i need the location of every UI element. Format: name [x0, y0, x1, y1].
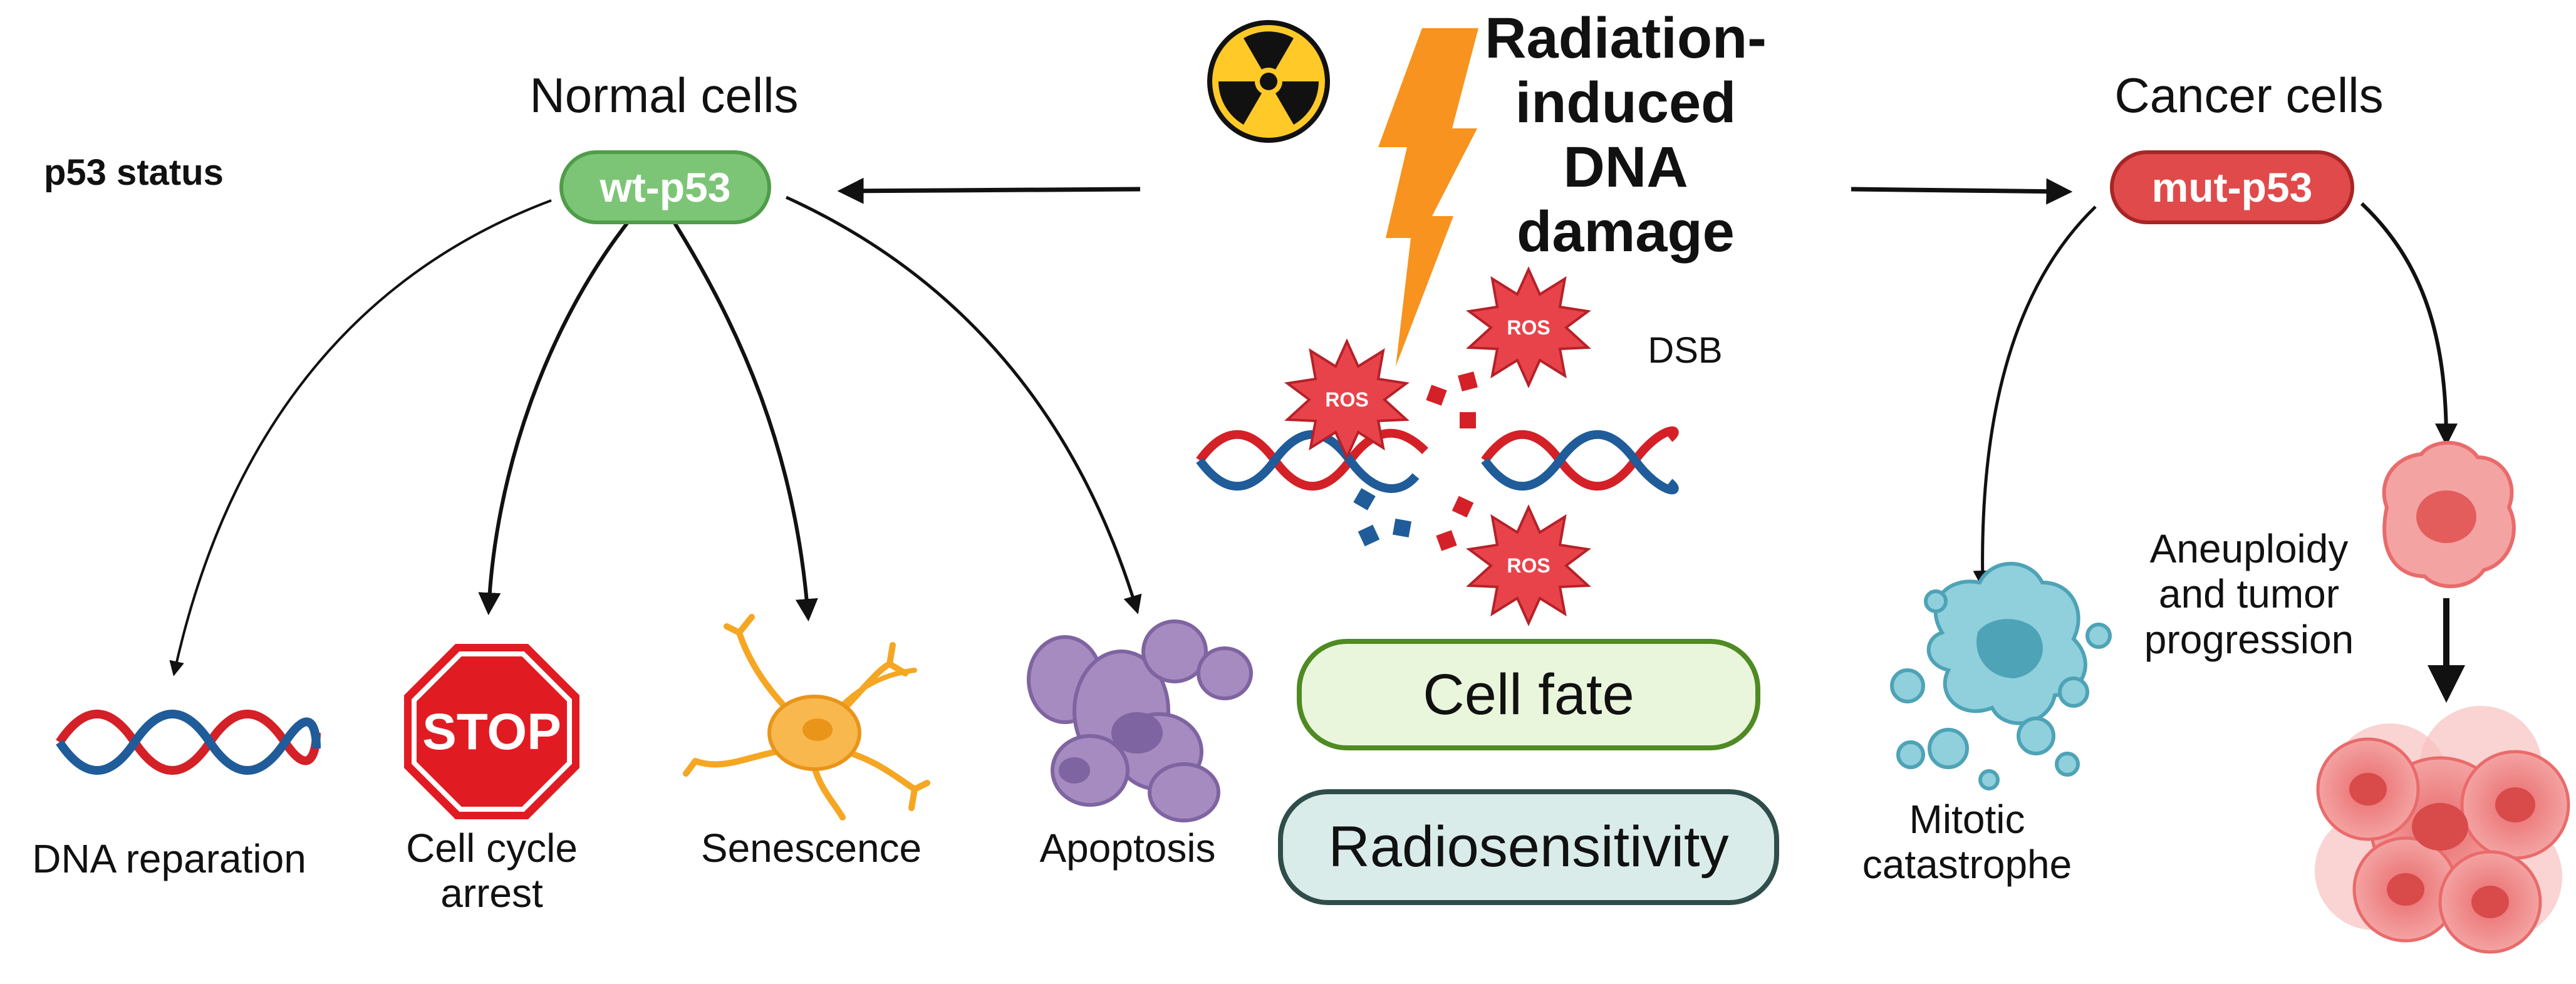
ros-label-3: ROS [1507, 554, 1550, 577]
headline-line-1: Radiation- [1485, 6, 1767, 70]
cell-cycle-arrest-line-2: arrest [440, 871, 543, 916]
outcome-cell-cycle-arrest: Cell cycle arrest [351, 826, 633, 916]
outcome-dna-reparation: DNA reparation [0, 836, 338, 881]
dna-reparation-label: DNA reparation [32, 836, 306, 881]
arrow-mut-to-mitotic [1973, 205, 2097, 589]
outcome-mitotic-catastrophe: Mitotic catastrophe [1823, 797, 2111, 888]
ros-burst-2 [1465, 266, 1592, 388]
headline-line-4: damage [1517, 200, 1735, 264]
cell-fate-box: Cell fate [1297, 639, 1760, 750]
headline-line-2: induced [1515, 71, 1737, 135]
normal-cells-title: Normal cells [529, 68, 799, 123]
outcome-senescence: Senescence [670, 826, 952, 871]
dna-helix-icon [1196, 426, 1679, 495]
aneuploidy-line-2: and tumor [2158, 571, 2340, 617]
arrow-wt-to-repair [169, 199, 552, 676]
p53-status-label: p53 status [44, 152, 224, 193]
mitotic-line-2: catastrophe [1862, 842, 2072, 888]
aneuploidy-line-1: Aneuploidy [2149, 526, 2349, 571]
ros-burst-3 [1465, 504, 1592, 626]
outcome-aneuploidy: Aneuploidy and tumor progression [2111, 526, 2387, 662]
dsb-label: DSB [1648, 330, 1723, 371]
stop-sign-icon [404, 644, 579, 819]
outcome-apoptosis: Apoptosis [996, 826, 1259, 871]
arrow-mut-to-aneuploidy [2360, 202, 2458, 447]
cancer-cells-title: Cancer cells [2114, 68, 2384, 123]
dna-repair-helix-icon [56, 710, 321, 775]
senescent-cell-nucleus [802, 718, 833, 741]
arrow-wt-to-senescence [668, 215, 818, 622]
arrow-to-cancer [1851, 178, 2073, 205]
headline: Radiation- induced DNA damage [1478, 6, 1773, 264]
aneuploidy-line-3: progression [2144, 616, 2354, 662]
tumor-cell-icon [2382, 440, 2516, 588]
wt-p53-pill: wt-p53 [559, 150, 771, 224]
ros-burst-1 [1284, 338, 1410, 460]
arrow-wt-to-apoptosis [785, 195, 1142, 614]
mitotic-line-1: Mitotic [1909, 797, 2025, 842]
dna-fragments [1353, 371, 1478, 551]
headline-line-3: DNA [1563, 135, 1688, 200]
arrow-to-normal [837, 177, 1141, 204]
tumor-cluster-icon [2315, 706, 2570, 954]
apoptotic-cell-icon [1027, 619, 1253, 822]
stop-sign-label: STOP [422, 703, 561, 760]
radiosensitivity-box: Radiosensitivity [1278, 789, 1779, 905]
ros-label-2: ROS [1507, 316, 1550, 339]
ros-label-1: ROS [1325, 388, 1368, 411]
lightning-bolt-icon [1378, 28, 1478, 366]
mut-p53-pill: mut-p53 [2110, 150, 2354, 224]
arrow-wt-to-arrest [478, 215, 635, 616]
mitotic-cell-icon [1890, 562, 2112, 790]
cell-cycle-arrest-line-1: Cell cycle [406, 826, 578, 871]
apoptosis-label: Apoptosis [1039, 826, 1216, 871]
radiation-icon [1207, 20, 1330, 143]
senescence-label: Senescence [700, 826, 922, 871]
